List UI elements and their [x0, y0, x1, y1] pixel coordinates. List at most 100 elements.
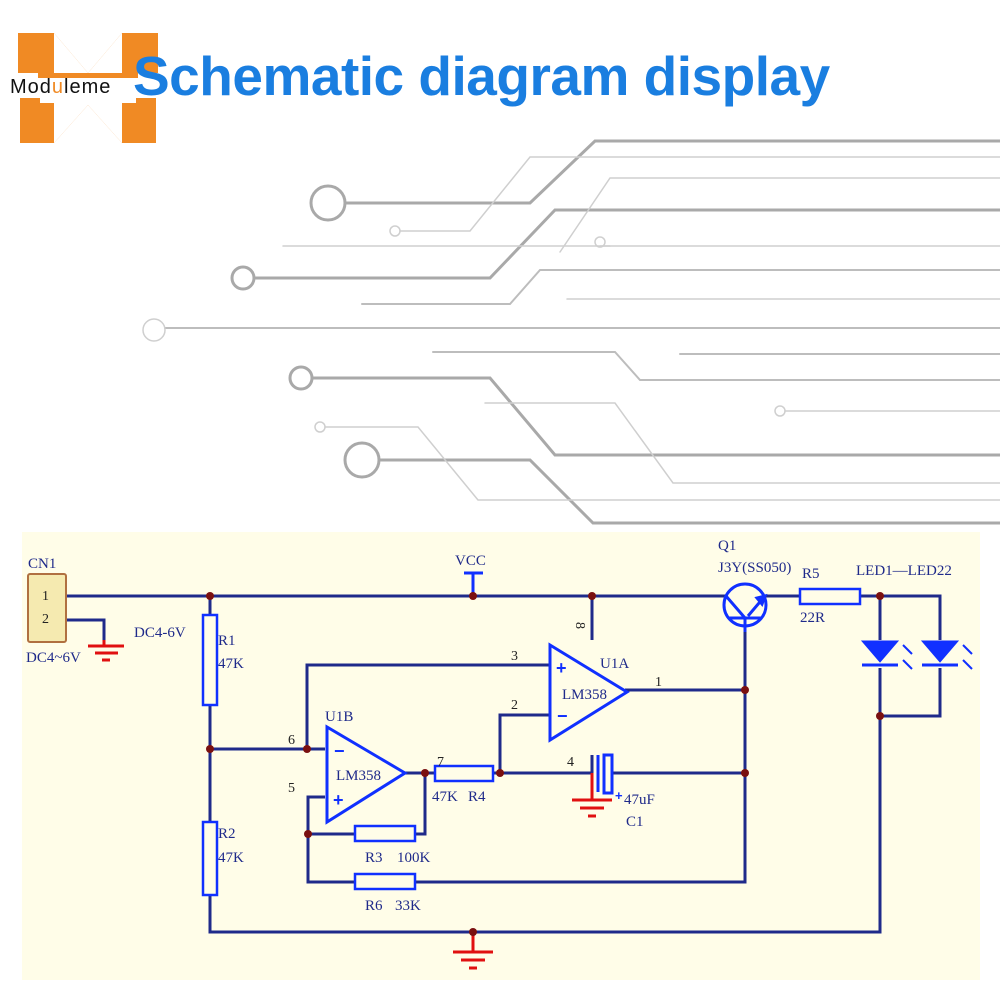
junction-dot: [496, 769, 504, 777]
wires: [66, 594, 942, 934]
trace-node-icon: [142, 318, 166, 342]
u1a-minus-sign: −: [557, 706, 568, 726]
junction-dot: [741, 686, 749, 694]
junction-dot: [588, 592, 596, 600]
u1a-minus-wire: [498, 713, 550, 773]
opamp-u1a-icon: [548, 642, 630, 743]
u1a-pin1: 1: [655, 675, 662, 690]
u1a-part: LM358: [562, 687, 607, 703]
q1-ref: Q1: [718, 538, 736, 554]
cn1-ref: CN1: [28, 556, 56, 572]
logo-w-cutout: [54, 103, 122, 143]
resistor-r1: [201, 613, 219, 707]
cn1-voltage-label: DC4~6V: [26, 650, 81, 666]
u1b-ref: U1B: [325, 709, 353, 725]
cn1-pin2: 2: [42, 612, 49, 627]
r3-right-wire: [415, 773, 427, 836]
cn1-pin1: 1: [42, 589, 49, 604]
resistor-r5: [798, 587, 862, 606]
c1-pin: 4: [567, 755, 574, 770]
r3-ref: R3: [365, 850, 383, 866]
opamp-u1b-icon: [325, 724, 408, 825]
capacitor-c1-icon: [596, 753, 614, 795]
led22-icon: [920, 640, 973, 670]
resistor-r4: [433, 764, 495, 783]
r1-ref: R1: [218, 633, 236, 649]
resistor-r2: [201, 820, 219, 897]
u1b-pin5: 5: [288, 781, 295, 796]
logo-text-pre: Mod: [10, 76, 52, 98]
u1a-pin8: 8: [572, 622, 587, 629]
u1a-plus-sign: +: [556, 658, 567, 678]
junction-dot: [876, 712, 884, 720]
u1a-plus-wire: [305, 663, 550, 749]
supply-voltage-label: DC4-6V: [134, 625, 186, 641]
ground-rail-wire: [208, 716, 882, 934]
trace-line: [377, 458, 1000, 525]
u1b-plus-sign: +: [333, 790, 344, 810]
decorative-circuit-background: [142, 139, 1000, 525]
r4-value: 47K: [432, 789, 458, 805]
u1b-part: LM358: [336, 768, 381, 784]
trace-line: [343, 139, 1000, 205]
logo-m-cutout: [54, 33, 122, 73]
logo-text-accent: u: [51, 76, 65, 98]
u1a-pin3: 3: [511, 649, 518, 664]
connector-cn1: [27, 573, 67, 643]
page-title: Schematic diagram display: [133, 45, 830, 107]
led-range-label: LED1—LED22: [856, 563, 952, 579]
u1b-plus-wire: [306, 795, 355, 884]
logo-m-shape: [18, 33, 158, 78]
junction-dot: [469, 592, 477, 600]
q1-base-wire: [415, 632, 747, 884]
r1-value: 47K: [218, 656, 244, 672]
trace-line: [559, 177, 1000, 253]
resistor-r3: [353, 824, 417, 843]
c1-ref: C1: [626, 814, 644, 830]
led-top-wire: [860, 594, 942, 640]
trace-line: [399, 156, 1000, 232]
junction-dot: [421, 769, 429, 777]
r4-ref: R4: [468, 789, 486, 805]
trace-line: [361, 269, 1000, 305]
transistor-q1-icon: [722, 582, 768, 632]
u1a-ref: U1A: [600, 656, 629, 672]
r6-value: 33K: [395, 898, 421, 914]
trace-line: [324, 426, 1000, 501]
r3-value: 100K: [397, 850, 431, 866]
r5-ref: R5: [802, 566, 820, 582]
r2-value: 47K: [218, 850, 244, 866]
led-bottom-wire: [878, 668, 942, 718]
led1-icon: [860, 640, 913, 670]
junction-dot: [469, 928, 477, 936]
trace-line: [432, 351, 1000, 381]
junction-dot: [206, 592, 214, 600]
u1b-pin6: 6: [288, 733, 295, 748]
q1-part: J3Y(SS050): [718, 560, 791, 576]
u1b-pin7: 7: [437, 755, 444, 770]
ground-symbol-icon: [88, 640, 124, 662]
c1-value: 47uF: [624, 792, 655, 808]
resistor-r6: [353, 872, 417, 891]
r2-ref: R2: [218, 826, 236, 842]
junction-dot: [303, 745, 311, 753]
vcc-label: VCC: [455, 553, 486, 569]
junction-dot: [304, 830, 312, 838]
c1-plus: +: [615, 788, 623, 803]
junction-dot: [741, 769, 749, 777]
u1a-pin2: 2: [511, 698, 518, 713]
junction-dot: [876, 592, 884, 600]
u1b-minus-sign: −: [334, 741, 345, 761]
r6-ref: R6: [365, 898, 383, 914]
trace-node-icon: [594, 236, 606, 248]
trace-line: [484, 402, 1000, 484]
trace-line: [252, 208, 1000, 280]
ground-symbol-icon: [572, 773, 612, 818]
logo-text-post: leme: [64, 76, 112, 98]
r5-value: 22R: [800, 610, 825, 626]
junction-dot: [206, 745, 214, 753]
logo-wordmark: Moduleme: [10, 76, 111, 99]
cn1-gnd-wire: [66, 618, 106, 640]
trace-line: [310, 376, 1000, 457]
